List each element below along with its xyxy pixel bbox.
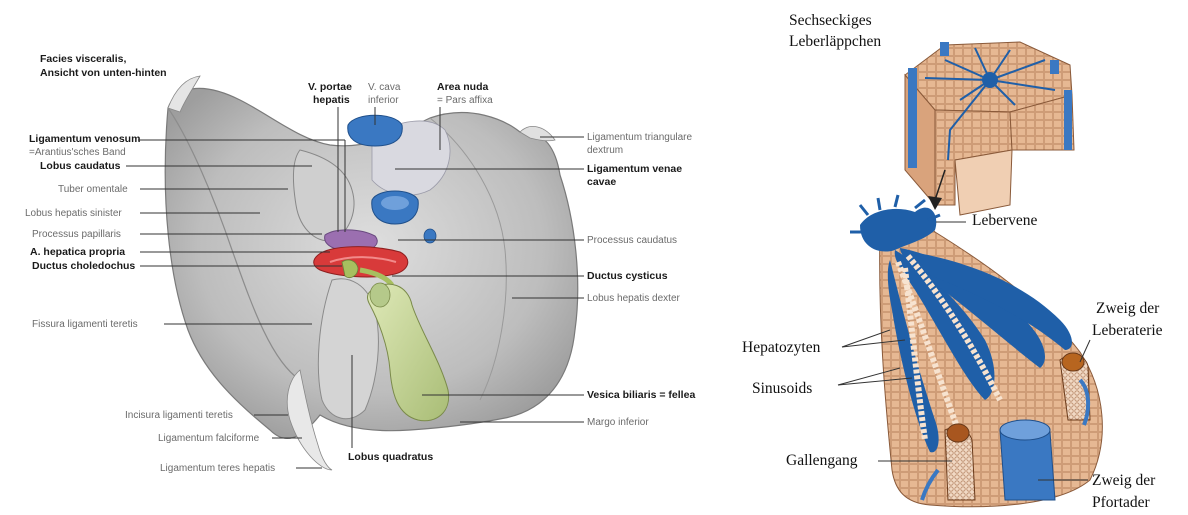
label-sinusoids: Sinusoids (752, 380, 812, 397)
label-pars-affixa: = Pars affixa (437, 95, 493, 106)
label-lobus-quadratus: Lobus quadratus (348, 451, 433, 463)
title-line-2: Ansicht von unten-hinten (40, 67, 167, 79)
label-vesica-biliaris: Vesica biliaris = fellea (587, 389, 695, 401)
label-fissura: Fissura ligamenti teretis (32, 319, 138, 330)
label-tuber-omentale: Tuber omentale (58, 184, 128, 195)
label-ductus-choledochus: Ductus choledochus (32, 260, 135, 272)
label-leberaterie-1: Zweig der (1096, 300, 1160, 317)
label-incisura: Incisura ligamenti teretis (125, 410, 233, 421)
label-v-cava-2: inferior (368, 95, 399, 106)
label-v-portae-1: V. portae (308, 81, 352, 93)
label-lobus-caudatus: Lobus caudatus (40, 160, 121, 172)
label-triangulare-1: Ligamentum triangulare (587, 132, 692, 143)
label-v-cava-1: V. cava (368, 82, 401, 93)
label-venae-cavae-1: Ligamentum venae (587, 163, 682, 175)
label-lobus-dexter: Lobus hepatis dexter (587, 293, 681, 304)
lobule-illustration (850, 42, 1102, 507)
label-teres: Ligamentum teres hepatis (160, 463, 275, 474)
label-lobus-sinister: Lobus hepatis sinister (25, 208, 122, 219)
label-hex-1: Sechseckiges (789, 12, 872, 29)
label-leberaterie-2: Leberaterie (1092, 322, 1163, 339)
label-hex-2: Leberläppchen (789, 33, 881, 50)
label-pfortader-1: Zweig der (1092, 472, 1156, 489)
label-arantius: =Arantius'sches Band (29, 147, 126, 158)
label-area-nuda: Area nuda (437, 81, 489, 93)
label-ligamentum-venosum: Ligamentum venosum (29, 133, 140, 145)
label-a-hepatica-propria: A. hepatica propria (30, 246, 125, 258)
label-venae-cavae-2: cavae (587, 176, 616, 188)
label-pfortader-2: Pfortader (1092, 494, 1151, 511)
label-gallengang: Gallengang (786, 452, 858, 469)
label-lebervene: Lebervene (972, 212, 1038, 229)
label-triangulare-2: dextrum (587, 145, 623, 156)
label-processus-papillaris: Processus papillaris (32, 229, 121, 240)
label-v-portae-2: hepatis (313, 94, 350, 106)
label-hepatozyten: Hepatozyten (742, 339, 821, 356)
label-falciforme: Ligamentum falciforme (158, 433, 260, 444)
label-margo-inferior: Margo inferior (587, 417, 649, 428)
label-processus-caudatus: Processus caudatus (587, 235, 677, 246)
label-ductus-cysticus: Ductus cysticus (587, 270, 668, 282)
title-line-1: Facies visceralis, (40, 53, 126, 65)
